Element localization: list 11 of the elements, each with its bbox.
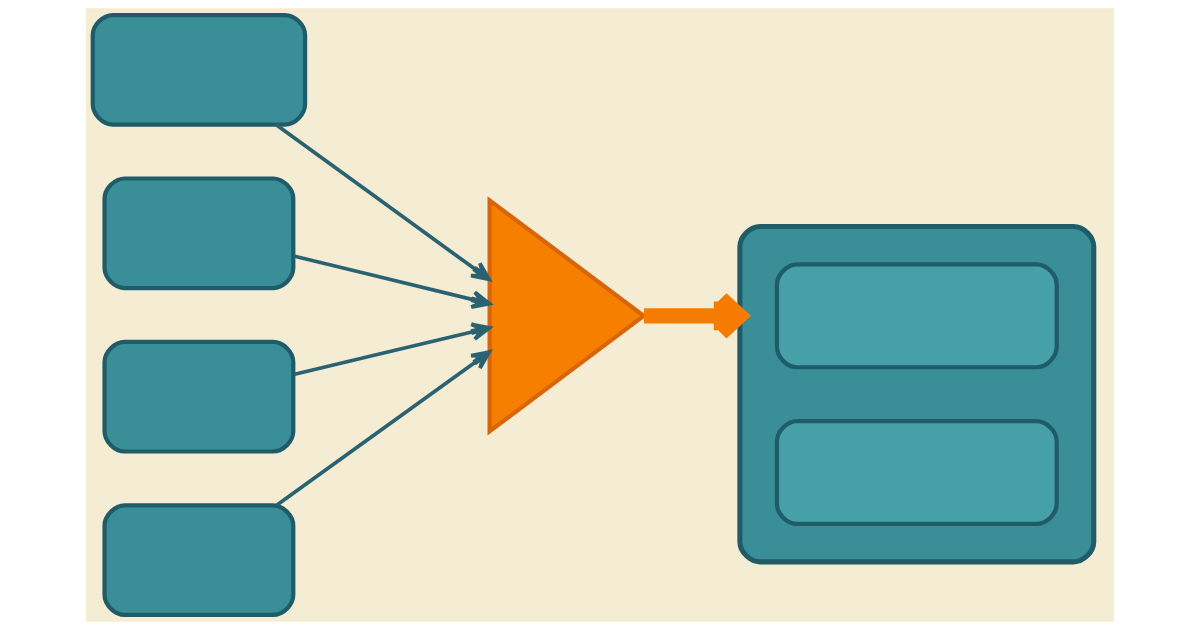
node-box [774, 262, 1059, 370]
arrow [275, 350, 492, 507]
arrow [275, 123, 491, 282]
node-box [90, 12, 308, 127]
arrow [293, 322, 492, 377]
arrow [644, 291, 748, 341]
node-box [102, 339, 296, 454]
node-box [102, 176, 296, 291]
node-box [774, 419, 1059, 527]
arrow [293, 254, 492, 309]
node-box [102, 503, 296, 618]
